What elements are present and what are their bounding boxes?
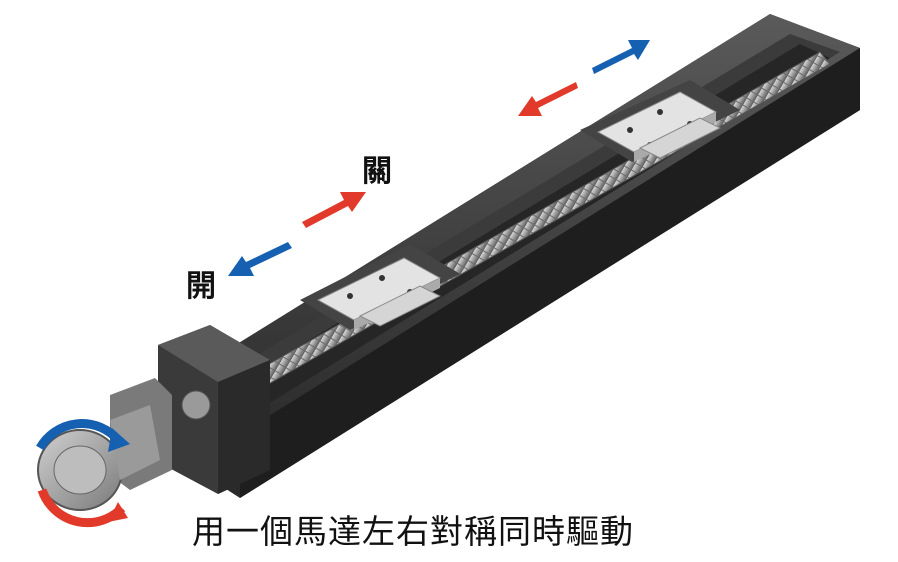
open-arrow-icon (228, 242, 292, 276)
open-close-arrows-far (518, 40, 650, 116)
open-arrow-icon (592, 40, 650, 74)
caption: 用一個馬達左右對稱同時驅動 (192, 512, 634, 551)
close-arrow-icon (302, 192, 366, 228)
slider-near (300, 244, 460, 330)
close-label: 關 (362, 154, 392, 189)
motor-mount-block (158, 325, 270, 494)
slider-far (580, 80, 740, 162)
motor (37, 378, 172, 511)
rotation-arrows-icon (36, 419, 130, 528)
open-label: 開 (186, 269, 216, 304)
open-close-arrows-near (228, 192, 366, 276)
close-arrow-icon (518, 82, 578, 116)
